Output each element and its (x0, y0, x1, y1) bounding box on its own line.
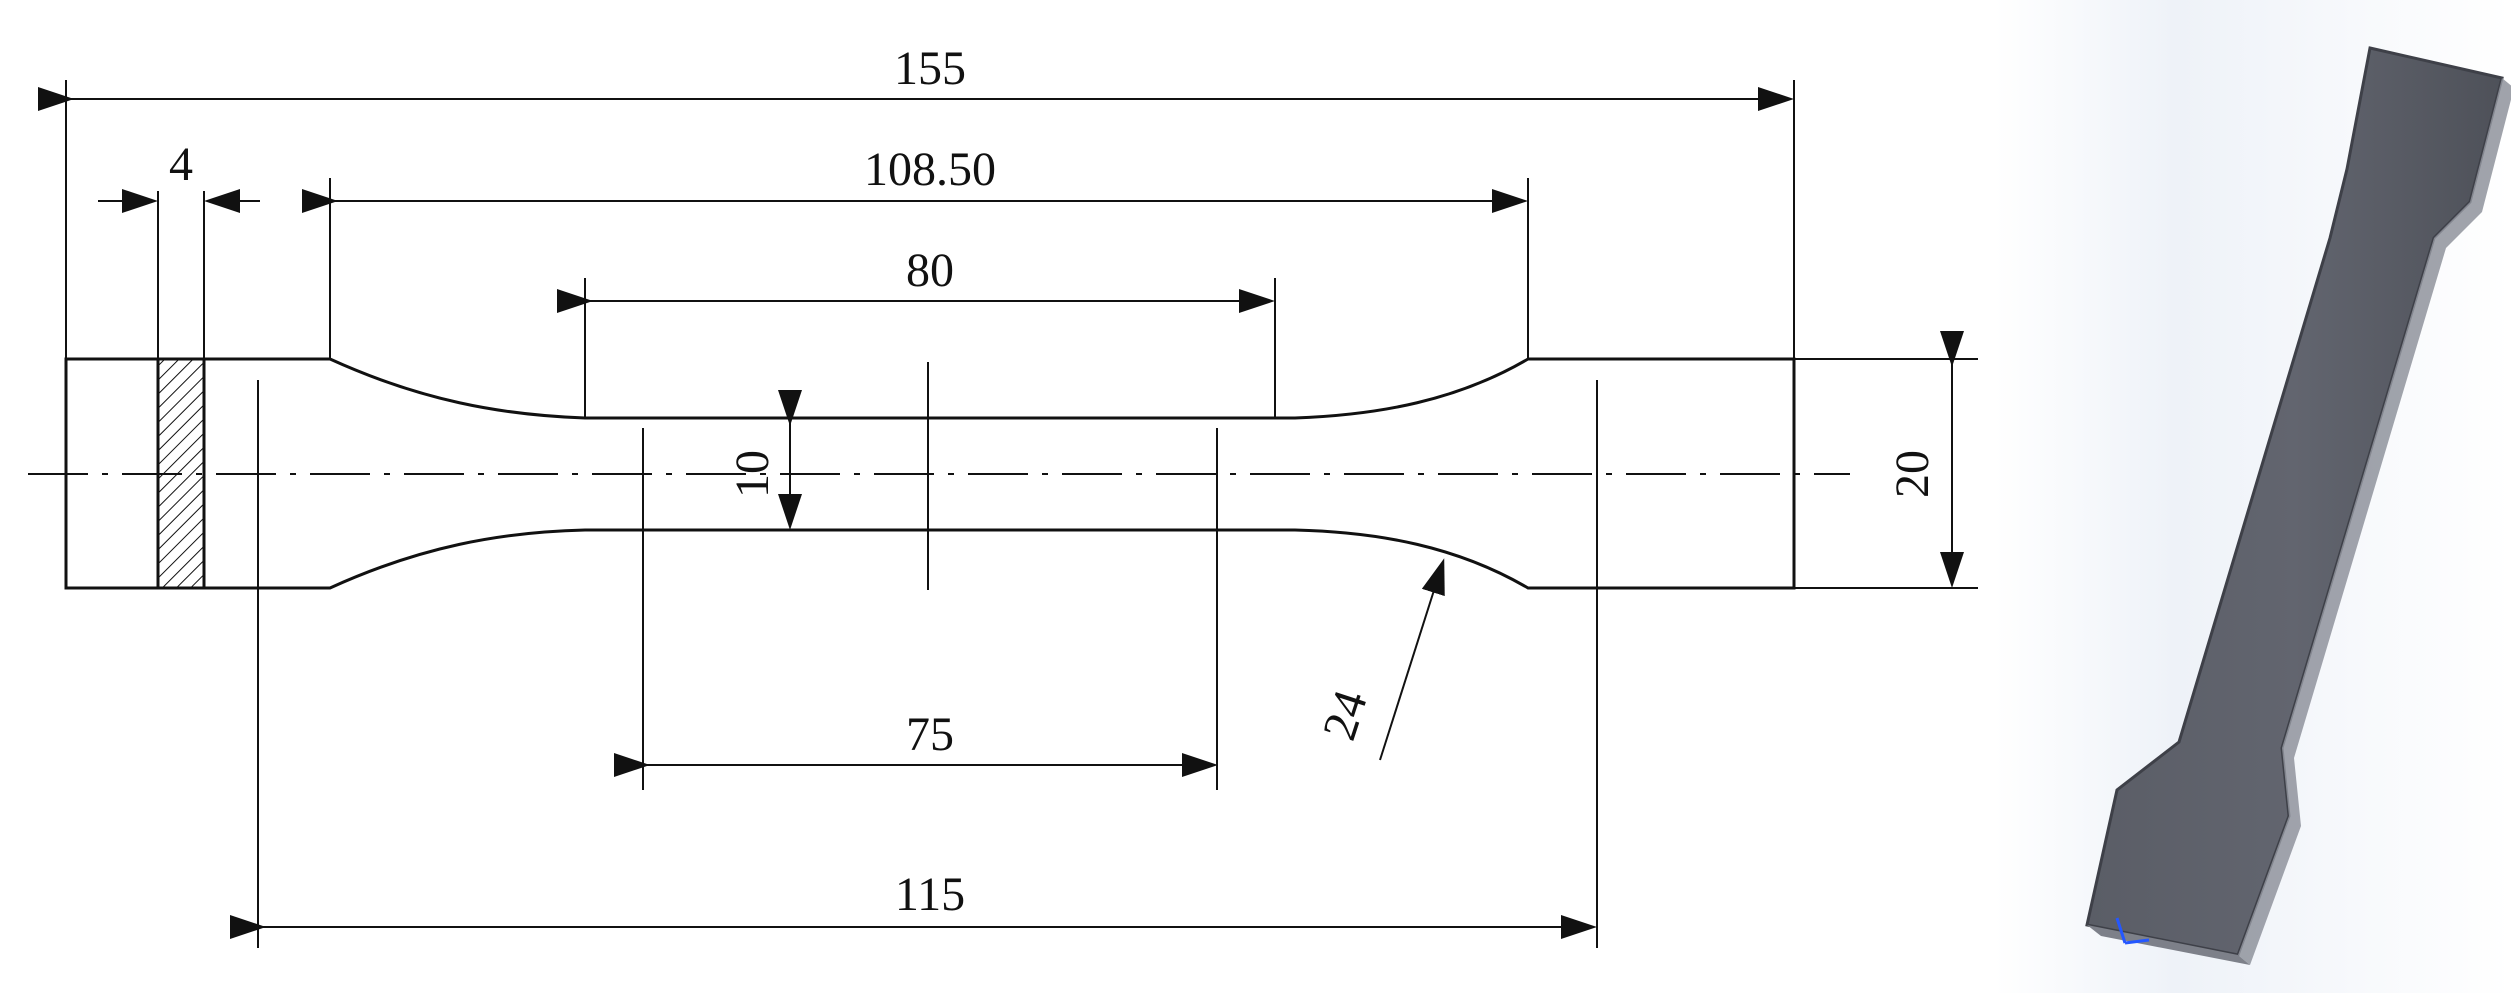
dimension-hatch-width: 4 (169, 138, 193, 191)
axis-indicator-y (2115, 917, 2127, 944)
3d-specimen-model (2085, 46, 2511, 965)
dimension-narrow-section: 80 (906, 244, 954, 297)
axis-indicator-x (2124, 938, 2150, 945)
dimension-grip-width: 20 (1886, 450, 1939, 498)
dimension-overall-length: 155 (894, 42, 966, 95)
dimension-fillet-span: 108.50 (864, 143, 996, 196)
hatch-section (156, 357, 206, 590)
dimension-grip-distance: 115 (895, 868, 965, 921)
dimension-gauge-length: 75 (906, 708, 954, 761)
radius-leader (1379, 558, 1445, 761)
dimension-radius: 24 (1313, 684, 1378, 746)
dimension-gauge-width: 10 (726, 450, 779, 498)
